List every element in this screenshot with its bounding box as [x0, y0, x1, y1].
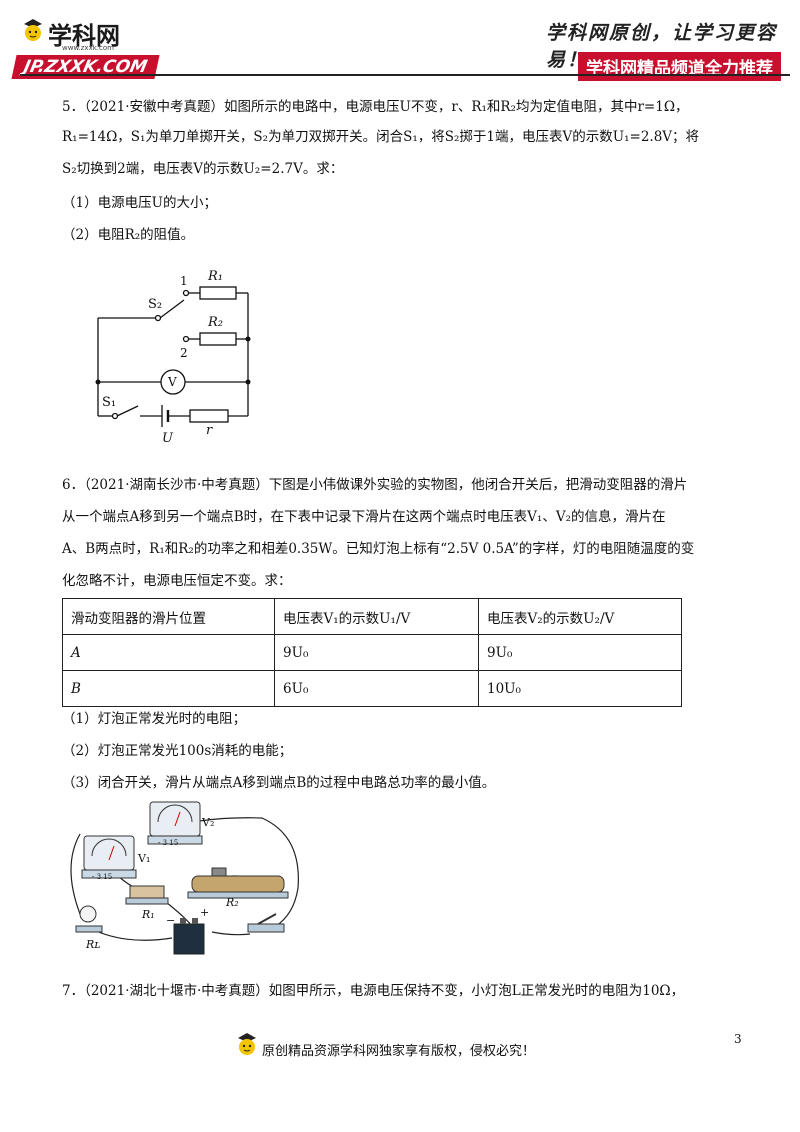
- q6-line3: A、B两点时，R₁和R₂的功率之和相差0.35W。已知灯泡上标有“2.5V 0.…: [62, 541, 695, 557]
- table-cell: 9U₀: [478, 634, 682, 671]
- table-header-cell: 电压表V₂的示数U₂/V: [478, 598, 682, 635]
- header-rule: [20, 74, 790, 76]
- q5-sub2: （2）电阻R₂的阻值。: [62, 227, 195, 243]
- q5-fig-r1-label: R₁: [208, 269, 223, 284]
- q6-fig-r2-label: R₂: [226, 896, 239, 909]
- q6-line1: 6．（2021·湖南长沙市·中考真题）下图是小伟做课外实验的实物图，他闭合开关后…: [62, 477, 688, 493]
- q6-fig-battery-plus: +: [200, 906, 210, 919]
- q6-fig-v1-scale: - 3 15: [92, 873, 113, 881]
- table-cell: 9U₀: [274, 634, 479, 671]
- q5-fig-s1-label: S₁: [102, 395, 117, 410]
- q6-fig-v2-label: V₂: [202, 816, 215, 829]
- table-header-cell: 电压表V₁的示数U₁/V: [274, 598, 479, 635]
- q5-line2: R₁=14Ω，S₁为单刀单掷开关，S₂为单刀双掷开关。闭合S₁，将S₂掷于1端，…: [62, 129, 700, 145]
- logo-mascot-icon: [22, 18, 44, 44]
- header: 学科网 www.zxxk.com JP.ZXXK.COM 学科网原创，让学习更容…: [0, 0, 800, 81]
- table-cell: 10U₀: [478, 670, 682, 707]
- q5-fig-r-label: r: [206, 423, 213, 438]
- q6-sub2: （2）灯泡正常发光100s消耗的电能；: [62, 743, 293, 759]
- q5-fig-s2-label: S₂: [148, 297, 163, 312]
- q6-sub3: （3）闭合开关，滑片从端点A移到端点B的过程中电路总功率的最小值。: [62, 775, 496, 791]
- table-header-row: 滑动变阻器的滑片位置 电压表V₁的示数U₁/V 电压表V₂的示数U₂/V: [62, 598, 682, 635]
- table-row: B 6U₀ 10U₀: [62, 670, 682, 707]
- q5-circuit-diagram: 1 R₁ S₂ R₂ 2 V S₁ U r: [90, 266, 270, 456]
- q5-fig-terminal-1: 1: [180, 274, 188, 288]
- table-cell: A: [62, 634, 275, 671]
- q6-fig-v1-label: V₁: [138, 852, 151, 865]
- q5-line3: S₂切换到2端，电压表V的示数U₂=2.7V。求：: [62, 161, 344, 177]
- q5-fig-u-label: U: [162, 431, 173, 446]
- footer-copyright: 原创精品资源学科网独家享有版权，侵权必究！: [262, 1044, 536, 1059]
- q5-fig-r2-label: R₂: [208, 315, 223, 330]
- q7-line1: 7．（2021·湖北十堰市·中考真题）如图甲所示，电源电压保持不变，小灯泡L正常…: [62, 983, 685, 999]
- q6-physical-circuit-illustration: V₂ V₁ - 3 15 - 3 15 R₁ R₂ Rʟ + −: [62, 796, 322, 966]
- q6-fig-v2-scale: - 3 15: [158, 839, 179, 847]
- logo-name: 学科网: [48, 22, 120, 50]
- q5-sub1: （1）电源电压U的大小；: [62, 195, 217, 211]
- table-row: A 9U₀ 9U₀: [62, 634, 682, 671]
- header-slogan: 学科网原创，让学习更容易！: [546, 22, 778, 71]
- q6-fig-battery-minus: −: [166, 914, 176, 927]
- logo-small-url: www.zxxk.com: [62, 44, 114, 52]
- table-cell: 6U₀: [274, 670, 479, 707]
- q6-sub1: （1）灯泡正常发光时的电阻；: [62, 711, 247, 727]
- header-banner-right: 学科网精品频道全力推荐: [578, 52, 781, 81]
- q6-fig-r1-label: R₁: [142, 908, 155, 921]
- table-cell: B: [62, 670, 275, 707]
- q6-line2: 从一个端点A移到另一个端点B时，在下表中记录下滑片在这两个端点时电压表V₁、V₂…: [62, 509, 666, 525]
- q6-line4: 化忽略不计，电源电压恒定不变。求：: [62, 573, 292, 589]
- table-header-cell: 滑动变阻器的滑片位置: [62, 598, 275, 635]
- footer-mascot-icon: [236, 1032, 258, 1058]
- q5-line1: 5．（2021·安徽中考真题）如图所示的电路中，电源电压U不变，r、R₁和R₂均…: [62, 99, 689, 115]
- q6-fig-rl-label: Rʟ: [86, 938, 101, 951]
- q5-fig-terminal-2: 2: [180, 346, 188, 360]
- q5-fig-voltmeter-label: V: [168, 375, 177, 389]
- q6-data-table: 滑动变阻器的滑片位置 电压表V₁的示数U₁/V 电压表V₂的示数U₂/V A 9…: [62, 598, 682, 707]
- page-number: 3: [734, 1032, 742, 1046]
